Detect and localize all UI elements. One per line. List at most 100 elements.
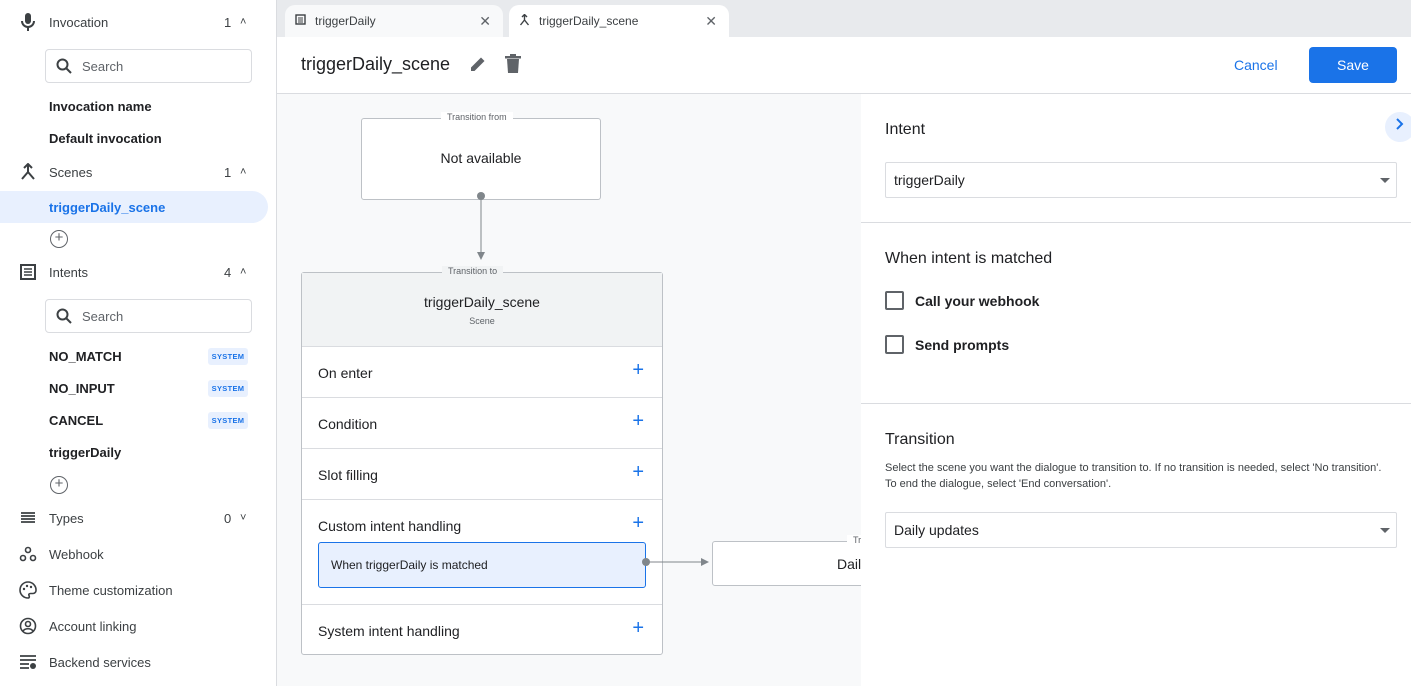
row-label: Condition	[318, 416, 378, 432]
transition-description: Select the scene you want the dialogue t…	[885, 462, 1382, 490]
microphone-icon	[18, 12, 38, 32]
item-label: Backend services	[49, 654, 151, 670]
delete-icon[interactable]	[505, 54, 521, 78]
system-badge: SYSTEM	[208, 348, 248, 365]
collapse-panel-button[interactable]	[1385, 112, 1411, 142]
save-button[interactable]: Save	[1309, 47, 1397, 83]
section-count: 4	[224, 264, 232, 280]
intent-icon	[295, 14, 306, 28]
section-slot-filling: Slot filling +	[302, 448, 662, 499]
backend-settings-icon	[18, 652, 38, 672]
intent-icon	[18, 262, 38, 282]
sidebar-item-no-input[interactable]: NO_INPUT	[49, 381, 115, 396]
chevron-up-icon[interactable]: ˄	[240, 166, 247, 178]
intent-title: Intent	[885, 121, 926, 138]
add-intent-icon[interactable]: +	[50, 476, 68, 494]
invocation-search-input[interactable]: Search	[45, 49, 252, 83]
sidebar-item-webhook[interactable]: Webhook	[0, 538, 276, 570]
tab-label: triggerDaily	[315, 14, 376, 28]
section-label: Invocation	[49, 14, 109, 30]
handler-label: When triggerDaily is matched	[331, 558, 488, 572]
section-condition: Condition +	[302, 397, 662, 448]
checkbox-icon	[885, 335, 904, 354]
checkbox-label: Send prompts	[915, 336, 1010, 353]
sidebar-item-backend-services[interactable]: Backend services	[0, 646, 276, 678]
add-icon[interactable]: +	[632, 461, 644, 483]
intents-search-input[interactable]: Search	[45, 299, 252, 333]
sidebar-item-no-match[interactable]: NO_MATCH	[49, 349, 122, 364]
sidebar-section-intents[interactable]: Intents 4 ˄	[0, 256, 276, 288]
add-icon[interactable]: +	[632, 359, 644, 381]
row-label: Slot filling	[318, 467, 378, 483]
sidebar-item-triggerdaily[interactable]: triggerDaily	[49, 445, 122, 460]
system-badge: SYSTEM	[208, 380, 248, 397]
section-count: 0	[224, 510, 232, 526]
intent-handler-panel: Intent triggerDaily When intent is match…	[861, 94, 1411, 686]
send-prompts-checkbox[interactable]: Send prompts	[885, 335, 1009, 354]
item-label: triggerDaily_scene	[49, 200, 166, 215]
scene-icon	[519, 13, 530, 29]
tab-bar: triggerDaily ✕ triggerDaily_scene ✕	[277, 0, 1411, 37]
system-badge: SYSTEM	[208, 412, 248, 429]
when-matched-title: When intent is matched	[885, 250, 1053, 267]
row-label: On enter	[318, 365, 373, 381]
chevron-right-icon	[1396, 118, 1404, 130]
sidebar-item-invocation-name[interactable]: Invocation name	[49, 99, 152, 114]
tab-triggerdaily-scene[interactable]: triggerDaily_scene ✕	[509, 5, 729, 37]
add-icon[interactable]: +	[632, 410, 644, 432]
call-webhook-checkbox[interactable]: Call your webhook	[885, 291, 1039, 310]
tab-triggerdaily[interactable]: triggerDaily ✕	[285, 5, 503, 37]
close-icon[interactable]: ✕	[479, 12, 491, 29]
scene-icon	[18, 162, 38, 182]
section-label: Intents	[49, 264, 89, 280]
scene-header: triggerDaily_scene Cancel Save	[277, 37, 1411, 94]
webhook-icon	[18, 544, 38, 564]
section-custom-intent-handling: Custom intent handling+ When triggerDail…	[302, 499, 662, 604]
transition-target-box[interactable]: Tr Dail	[712, 535, 861, 586]
page-title: triggerDaily_scene	[301, 54, 451, 74]
dropdown-arrow-icon	[1380, 528, 1390, 533]
chevron-up-icon[interactable]: ˄	[240, 16, 247, 28]
item-label: Webhook	[49, 546, 104, 562]
item-label: Account linking	[49, 618, 137, 634]
transition-from-box: Transition from Not available	[361, 112, 601, 200]
cancel-button[interactable]: Cancel	[1234, 57, 1278, 73]
intent-select[interactable]: triggerDaily	[885, 162, 1397, 198]
close-icon[interactable]: ✕	[705, 12, 717, 29]
dropdown-arrow-icon	[1380, 178, 1390, 183]
section-count: 1	[224, 14, 232, 30]
section-system-intent-handling: System intent handling +	[302, 604, 662, 655]
sidebar-section-scenes[interactable]: Scenes 1 ˄	[0, 156, 276, 188]
add-scene-icon[interactable]: +	[50, 230, 68, 248]
add-icon[interactable]: +	[632, 512, 644, 534]
sidebar-item-cancel[interactable]: CANCEL	[49, 413, 104, 428]
add-icon[interactable]: +	[632, 617, 644, 639]
scene-card: Transition to triggerDaily_scene Scene O…	[301, 266, 663, 655]
checkbox-label: Call your webhook	[915, 292, 1040, 309]
scene-subtitle: Scene	[469, 316, 495, 326]
sidebar-section-types[interactable]: Types 0 ˅	[0, 502, 276, 534]
intent-handler-item[interactable]: When triggerDaily is matched	[318, 542, 646, 588]
sidebar-section-invocation[interactable]: Invocation 1 ˄	[0, 6, 276, 38]
row-label: System intent handling	[318, 623, 460, 639]
section-count: 1	[224, 164, 232, 180]
sidebar-item-triggerdaily-scene[interactable]: triggerDaily_scene	[0, 191, 268, 223]
search-icon	[56, 58, 72, 77]
edit-icon[interactable]	[469, 55, 487, 78]
sidebar-item-theme-customization[interactable]: Theme customization	[0, 574, 276, 606]
sidebar: Invocation 1 ˄ Search Invocation name De…	[0, 0, 277, 686]
sidebar-item-default-invocation[interactable]: Default invocation	[49, 131, 162, 146]
section-label: Types	[49, 510, 84, 526]
transition-to-legend: Transition to	[442, 266, 504, 276]
transition-select[interactable]: Daily updates	[885, 512, 1397, 548]
section-on-enter: On enter +	[302, 346, 662, 397]
account-circle-icon	[18, 616, 38, 636]
intent-value: triggerDaily	[894, 172, 965, 188]
item-label: Theme customization	[49, 582, 173, 598]
chevron-up-icon[interactable]: ˄	[240, 266, 247, 278]
search-icon	[56, 308, 72, 327]
sidebar-item-account-linking[interactable]: Account linking	[0, 610, 276, 642]
tab-label: triggerDaily_scene	[539, 14, 639, 28]
chevron-down-icon[interactable]: ˅	[240, 512, 247, 524]
search-placeholder: Search	[82, 58, 124, 74]
